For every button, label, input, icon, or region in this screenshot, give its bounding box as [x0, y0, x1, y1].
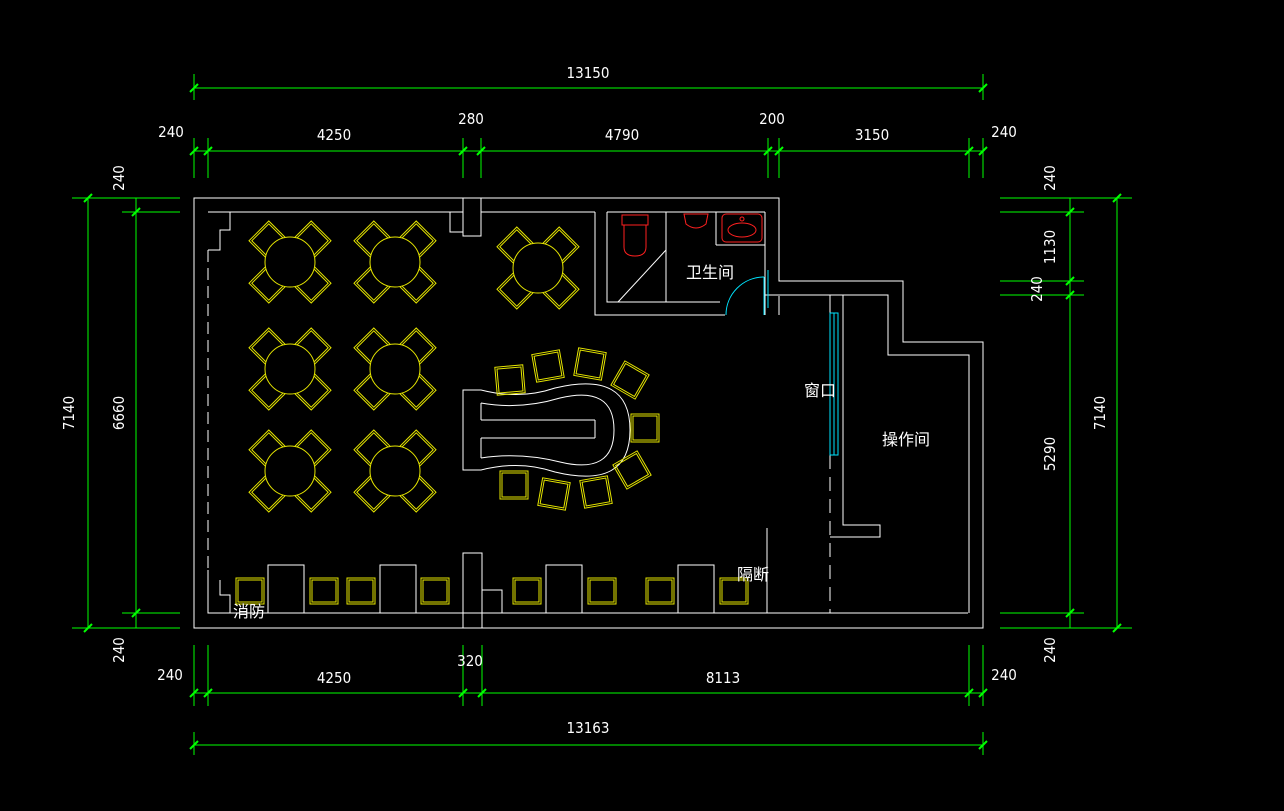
- table-7: [353, 429, 437, 513]
- bench-seat: [719, 577, 749, 605]
- bench-seat: [512, 577, 542, 605]
- counter-stool: [610, 360, 650, 400]
- counter-stool: [531, 349, 565, 383]
- dim-left-bottom-wall: 240: [110, 637, 128, 663]
- dim-top-seg4: 200: [759, 110, 785, 128]
- label-toilet: 卫生间: [686, 263, 734, 282]
- counter-stool: [579, 475, 613, 509]
- table-1: [248, 220, 332, 304]
- toilet-fixtures: [621, 213, 763, 257]
- dim-bottom-total: 13163: [567, 719, 610, 737]
- counter-stool: [494, 364, 526, 396]
- counter-stool: [630, 413, 660, 443]
- dim-right-top-wall: 240: [1041, 165, 1059, 191]
- label-partition: 隔断: [737, 565, 769, 584]
- walls: [193, 197, 984, 629]
- dim-bottom-seg2: 320: [457, 652, 483, 670]
- counter-stool: [612, 450, 652, 490]
- urinal-icon: [683, 213, 709, 229]
- toilet-icon: [621, 214, 649, 257]
- table-top: [369, 236, 421, 288]
- table-top: [264, 343, 316, 395]
- dim-right-seg3: 5290: [1041, 437, 1059, 471]
- table-6: [248, 429, 332, 513]
- dim-right-seg2: 240: [1028, 276, 1046, 302]
- dim-left-total: 7140: [60, 396, 78, 430]
- bottom-cabinets: [267, 564, 715, 614]
- dimension-lines: [72, 74, 1132, 755]
- table-top: [264, 445, 316, 497]
- table-top: [369, 445, 421, 497]
- dim-top-total: 13150: [567, 64, 610, 82]
- sink-icon: [721, 213, 763, 243]
- dim-top-right-wall: 240: [991, 123, 1017, 141]
- dim-left-inner: 6660: [110, 396, 128, 430]
- counter-stool: [499, 470, 529, 500]
- dim-top-seg3: 4790: [605, 126, 639, 144]
- table-top: [512, 242, 564, 294]
- horseshoe-counter: [462, 383, 631, 477]
- dim-bottom-right-wall: 240: [991, 666, 1017, 684]
- counter-stool: [537, 477, 571, 511]
- bench-seat: [309, 577, 339, 605]
- door-window: [725, 270, 839, 456]
- bench-seat: [587, 577, 617, 605]
- dim-bottom-left-wall: 240: [157, 666, 183, 684]
- dim-top-seg5: 3150: [855, 126, 889, 144]
- dim-right-seg1: 1130: [1041, 230, 1059, 264]
- bench-seat: [645, 577, 675, 605]
- dim-bottom-seg1: 4250: [317, 669, 351, 687]
- dim-left-top-wall: 240: [110, 165, 128, 191]
- dining-tables: [248, 220, 580, 513]
- toilet-door-arc: [725, 276, 765, 316]
- dim-top-left-wall: 240: [158, 123, 184, 141]
- dim-bottom-seg3: 8113: [706, 669, 740, 687]
- dim-right-total: 7140: [1091, 396, 1109, 430]
- bench-seat: [235, 577, 265, 605]
- dim-right-bottom-wall: 240: [1041, 637, 1059, 663]
- table-5: [353, 327, 437, 411]
- dim-top-seg1: 4250: [317, 126, 351, 144]
- room-labels: 卫生间 窗口 操作间 隔断 消防: [233, 263, 930, 621]
- table-top: [264, 236, 316, 288]
- dimension-texts: 13150 240 4250 280 4790 200 3150 240 240…: [60, 64, 1109, 737]
- counter-stool: [573, 347, 607, 381]
- counter-seats: [494, 347, 660, 511]
- table-top: [369, 343, 421, 395]
- label-operation-room: 操作间: [882, 430, 930, 449]
- label-window: 窗口: [804, 381, 836, 400]
- bench-seat: [420, 577, 450, 605]
- label-fire: 消防: [233, 602, 265, 621]
- window: [829, 312, 839, 456]
- bench-seat: [346, 577, 376, 605]
- bench-seats: [235, 577, 749, 605]
- table-4: [248, 327, 332, 411]
- dim-top-seg2: 280: [458, 110, 484, 128]
- table-3: [496, 226, 580, 310]
- table-2: [353, 220, 437, 304]
